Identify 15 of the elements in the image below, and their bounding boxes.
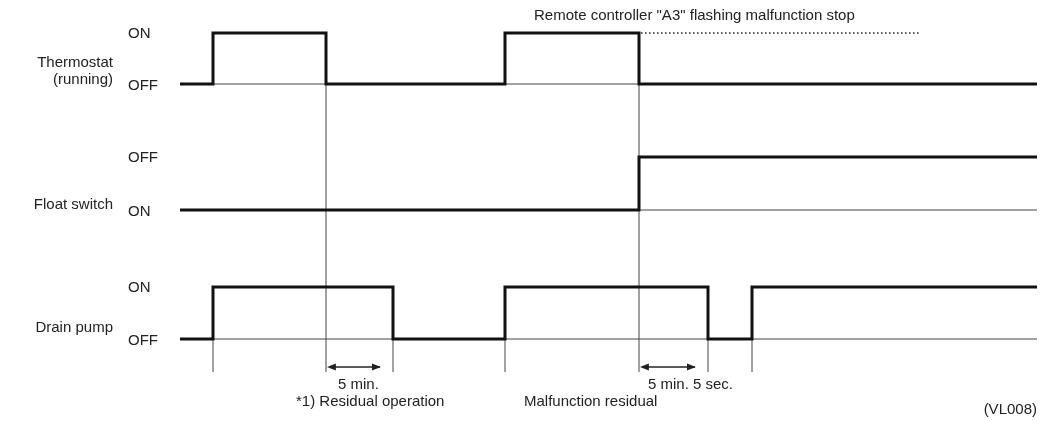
level-label: OFF [128, 331, 158, 348]
figure-code: (VL008) [982, 400, 1037, 417]
note-text: Malfunction residual [524, 392, 658, 409]
note-text: *1) Residual operation [296, 392, 445, 409]
signal-name: Float switch [32, 195, 113, 212]
annotation-text: Remote controller "A3" flashing malfunction stop [534, 6, 855, 23]
signal-name: Drain pump [34, 318, 113, 335]
duration-label: 5 min. 5 sec. [648, 375, 734, 392]
level-label: OFF [128, 148, 158, 165]
level-label: ON [128, 278, 151, 295]
level-label: ON [128, 24, 151, 41]
signal-name: Thermostat (running) [36, 53, 113, 87]
level-label: OFF [128, 76, 158, 93]
duration-label: 5 min. [338, 375, 379, 392]
level-label: ON [128, 202, 151, 219]
